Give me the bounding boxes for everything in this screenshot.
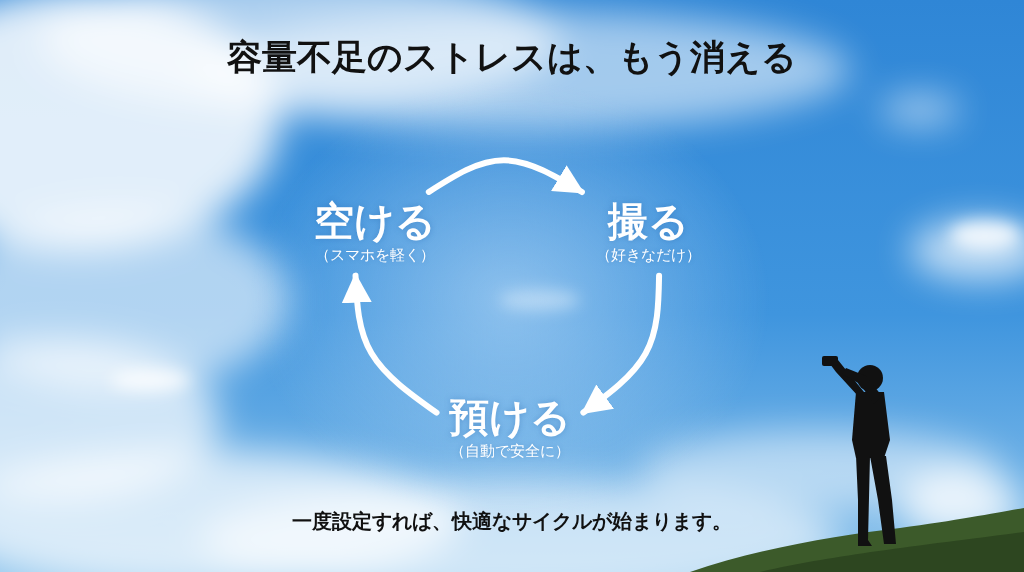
step-name: 撮る	[596, 198, 701, 244]
slide-title: 容量不足のストレスは、もう消える	[0, 36, 1024, 78]
center-glow	[250, 80, 770, 520]
person-silhouette	[822, 356, 896, 546]
cycle-arrow	[356, 276, 437, 413]
hill	[690, 508, 1024, 572]
step-name: 空ける	[314, 198, 436, 244]
cycle-step: 撮る（好きなだけ）	[588, 194, 709, 270]
cycle-step: 空ける（スマホを軽く）	[306, 194, 444, 270]
step-note: （スマホを軽く）	[314, 246, 436, 266]
step-name: 預ける	[449, 394, 571, 440]
slide-caption: 一度設定すれば、快適なサイクルが始まります。	[0, 508, 1024, 534]
cycle-step: 預ける（自動で安全に）	[441, 390, 579, 466]
cycle-arrow	[429, 160, 582, 192]
cycle-arrow	[583, 276, 659, 413]
step-note: （自動で安全に）	[449, 442, 571, 462]
step-note: （好きなだけ）	[596, 246, 701, 266]
